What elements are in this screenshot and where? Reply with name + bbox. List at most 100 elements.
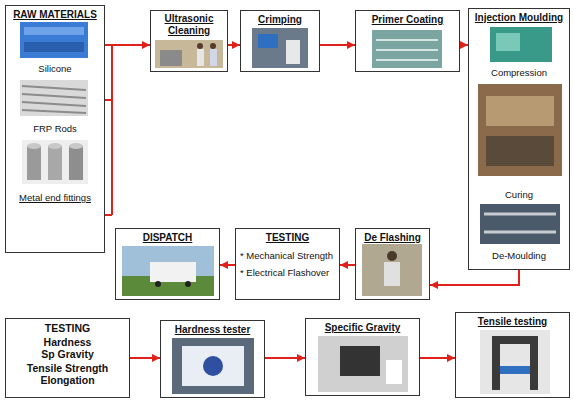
fittings-photo (22, 140, 88, 184)
cleaning-photo (210, 43, 216, 49)
flow-arrow (220, 264, 235, 266)
fittings-photo (27, 143, 41, 149)
merge-line (105, 99, 112, 101)
box-text: Curing (473, 189, 565, 200)
frp-photo (22, 94, 86, 98)
merge-line (111, 45, 113, 215)
flow-arrow (340, 264, 355, 266)
box-text: Silicone (10, 63, 100, 74)
deflashing-photo (362, 244, 422, 296)
silicone-photo (24, 42, 84, 52)
box-title: Primer Coating (360, 14, 455, 26)
fittings-photo (69, 146, 83, 180)
frp-photo (20, 80, 88, 116)
crimping-photo (258, 34, 278, 48)
test-box: Hardness tester (160, 320, 265, 398)
process-box: De Flashing (355, 228, 430, 300)
testing-box: TESTING * Mechanical Strength * Electrical… (235, 228, 340, 300)
crimping-photo (286, 40, 300, 64)
flow-arrow (420, 357, 455, 359)
box-title: De Flashing (360, 232, 425, 244)
box-text: Tensile Strength (10, 362, 125, 375)
gravity-photo (386, 360, 402, 384)
frp-photo (22, 86, 86, 90)
compression-photo (490, 27, 552, 62)
dispatch-photo (155, 281, 161, 287)
test-box: Specific Gravity (305, 318, 420, 396)
tensile-photo (530, 336, 538, 390)
process-panel: Injection MouldingCompressionCuringDe-Mo… (468, 8, 570, 270)
merge-line (105, 214, 112, 216)
cleaning-photo (155, 40, 223, 68)
process-box: Crimping (240, 10, 320, 72)
box-text: Sp Gravity (10, 348, 125, 361)
gravity-photo (318, 336, 408, 392)
flow-arrow (228, 44, 240, 46)
flow-arrow (265, 357, 305, 359)
flow-arrow (130, 357, 160, 359)
cleaning-photo (197, 49, 204, 66)
test-box: Tensile testing (455, 312, 570, 398)
curing-photo (486, 96, 554, 126)
box-text: Compression (473, 67, 565, 78)
tensile-photo (480, 330, 550, 394)
deflashing-photo (384, 262, 400, 286)
tensile-photo (500, 366, 530, 374)
hardness-photo (182, 346, 244, 386)
fittings-photo (48, 143, 62, 149)
primer-photo (372, 30, 442, 68)
flow-arrow (460, 44, 468, 46)
flow-arrow (105, 44, 150, 46)
cleaning-photo (197, 43, 203, 49)
hardness-photo (172, 338, 254, 394)
fittings-photo (48, 146, 62, 180)
box-title: Hardness tester (165, 324, 260, 336)
box-title: TESTING (240, 232, 335, 244)
box-title: DISPATCH (120, 232, 215, 244)
box-text: De-Moulding (473, 250, 565, 261)
tensile-photo (492, 336, 538, 344)
curing-photo (486, 136, 554, 166)
box-title: Specific Gravity (310, 322, 415, 334)
cleaning-photo (210, 49, 217, 66)
demoulding-photo (484, 213, 556, 216)
dispatch-photo (122, 246, 214, 296)
dispatch-photo (185, 281, 191, 287)
process-box: DISPATCH (115, 228, 220, 300)
silicone-photo (20, 22, 88, 58)
process-box: Ultrasonic Cleaning (150, 10, 228, 72)
box-title: Tensile testing (460, 316, 565, 328)
demoulding-photo (484, 231, 556, 234)
box-text: * Electrical Flashover (240, 267, 335, 278)
flow-arrow (430, 270, 519, 285)
fittings-photo (69, 143, 83, 149)
silicone-photo (24, 27, 84, 35)
box-title: Ultrasonic Cleaning (155, 13, 223, 37)
gravity-photo (340, 346, 380, 376)
box-title: TESTING (10, 322, 125, 335)
box-title: RAW MATERIALS (10, 9, 100, 21)
primer-photo (376, 49, 438, 51)
primer-photo (376, 39, 438, 41)
box-text: Elongation (10, 374, 125, 387)
compression-photo (496, 33, 520, 51)
process-box: Primer Coating (355, 10, 460, 72)
hardness-photo (203, 356, 223, 376)
box-text: * Mechanical Strength (240, 250, 335, 261)
fittings-photo (27, 146, 41, 180)
flow-arrow (320, 44, 355, 46)
box-title: Crimping (245, 14, 315, 26)
box-text: Hardness (10, 336, 125, 349)
dispatch-photo (150, 262, 196, 282)
box-title: Injection Moulding (473, 12, 565, 24)
curing-photo (478, 84, 562, 176)
deflashing-photo (387, 251, 397, 261)
crimping-photo (252, 28, 308, 68)
testing-list-box: TESTINGHardnessSp GravityTensile Strengt… (5, 318, 130, 398)
tensile-photo (492, 336, 500, 390)
box-text: Metal end fittings (10, 192, 100, 203)
demoulding-photo (480, 204, 560, 244)
cleaning-photo (160, 50, 182, 66)
primer-photo (376, 59, 438, 61)
